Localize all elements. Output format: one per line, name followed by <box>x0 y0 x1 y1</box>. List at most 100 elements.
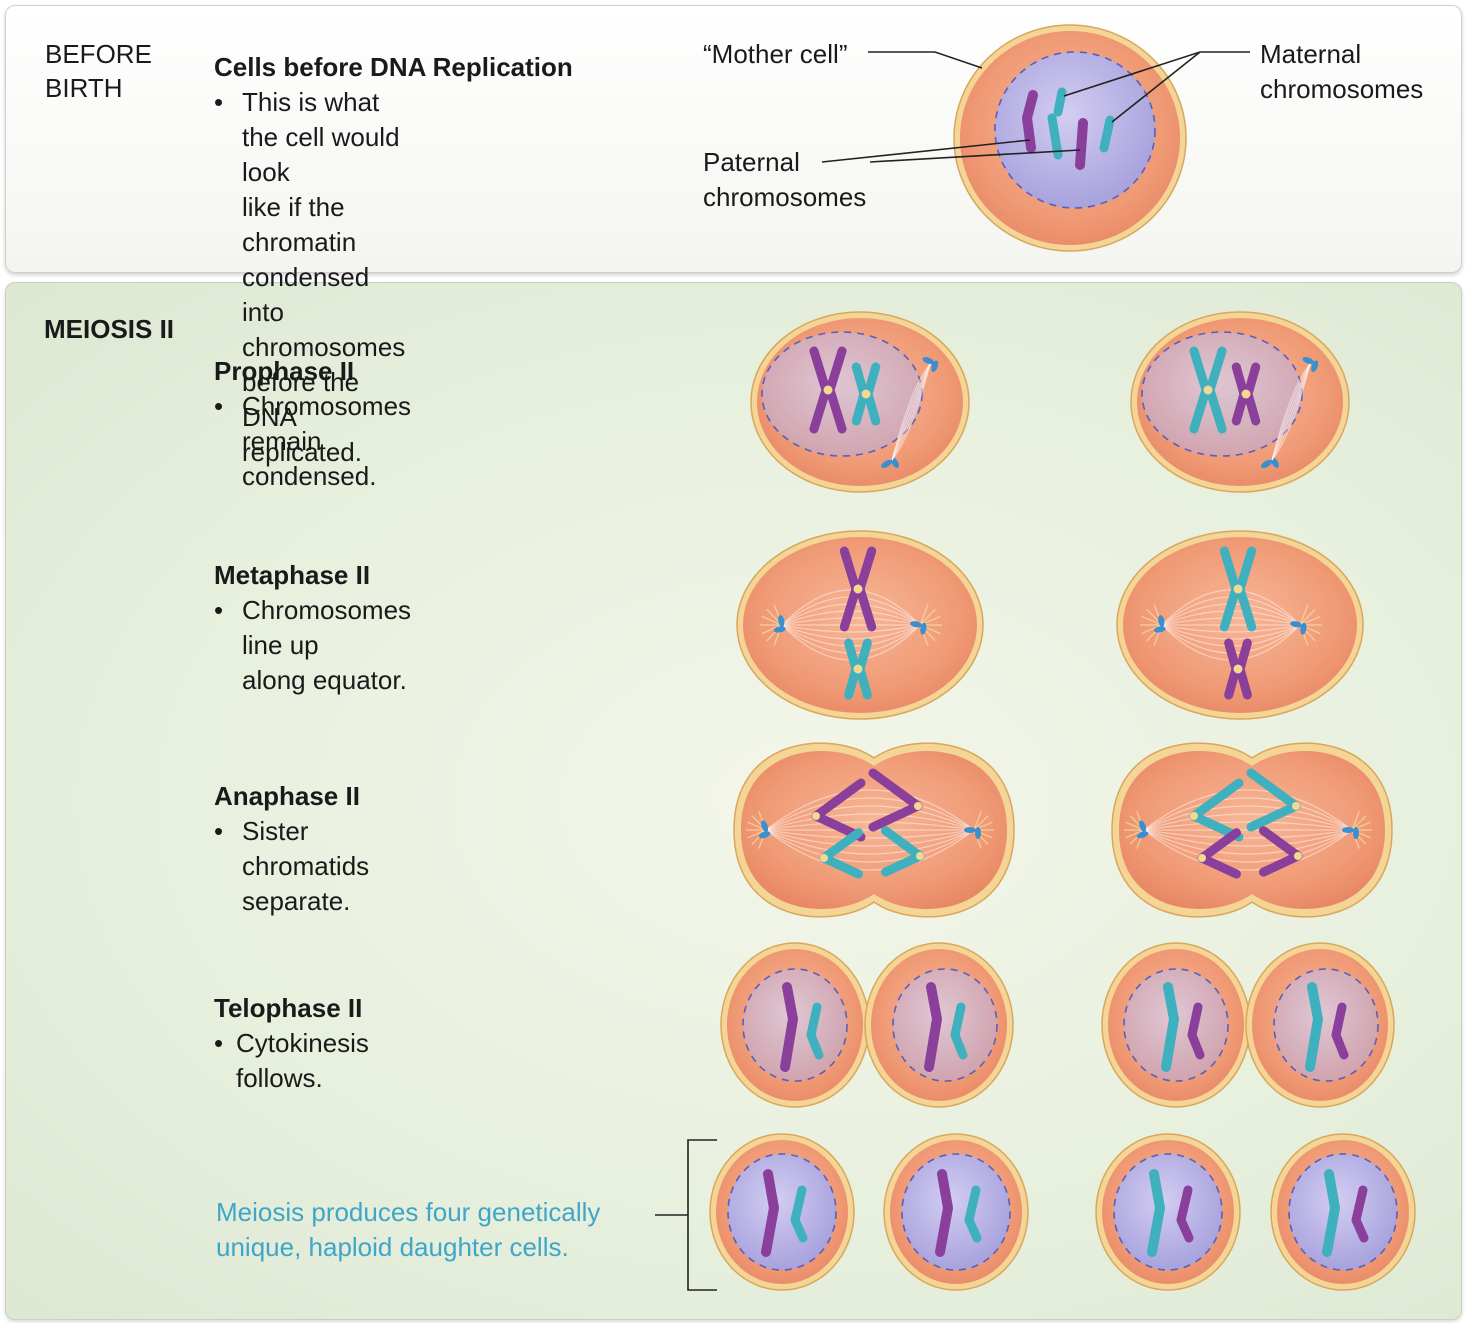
daughter-cell-4 <box>1270 1133 1416 1291</box>
maternal-chromosome <box>1053 87 1067 117</box>
spindle-fiber <box>1143 813 1353 831</box>
spindle-fiber <box>891 363 931 461</box>
centriole <box>1158 615 1165 627</box>
spindle-fiber <box>765 797 975 831</box>
x-chromosome <box>839 546 877 632</box>
centriole <box>1270 457 1279 469</box>
chromatid <box>964 1185 982 1243</box>
nuclear-envelope <box>994 51 1156 209</box>
chromatid <box>790 1185 808 1243</box>
centriole <box>1342 827 1354 833</box>
x-chromosome <box>1231 362 1261 426</box>
separating-chromatid <box>1189 778 1244 842</box>
aster-ray <box>973 811 982 831</box>
spindle-fiber <box>765 805 975 831</box>
mother-cell-label: “Mother cell” <box>703 39 848 69</box>
paternal-chromosome <box>1075 118 1088 170</box>
centriole <box>1302 357 1314 365</box>
maternal-chromosome <box>1099 115 1115 153</box>
before-birth-panel <box>5 5 1462 273</box>
daughter-cell-1 <box>709 1133 855 1291</box>
centromere <box>1198 854 1206 862</box>
daughter-cells-caption: Meiosis produces four genetically unique… <box>216 1197 601 1262</box>
aster-ray <box>1299 604 1309 626</box>
aster-ray <box>761 624 783 635</box>
centrosome <box>1342 827 1359 839</box>
metaphase-ii-text: Chromosomes line up along equator. <box>242 595 412 695</box>
spindle-fiber <box>891 363 931 461</box>
separating-chromatid <box>811 778 866 842</box>
centromere <box>1190 812 1198 820</box>
paternal-chromosomes-label: Paternal chromosomes <box>703 147 867 212</box>
metaphase-ii-cell-right <box>1116 530 1364 720</box>
centromere <box>1233 584 1243 594</box>
forming-daughter-cell <box>1245 942 1395 1108</box>
cytoplasm <box>743 537 977 713</box>
spindle-fiber <box>765 813 975 831</box>
spindle-fiber <box>1271 363 1311 461</box>
centromere <box>853 584 863 594</box>
spindle-fiber <box>891 363 931 461</box>
separating-chromatid <box>1246 768 1301 832</box>
centriole <box>1300 622 1307 635</box>
separating-chromatid <box>819 828 863 879</box>
centriole <box>920 622 927 635</box>
aster-ray <box>919 608 936 626</box>
spindle-fiber <box>1143 797 1353 831</box>
centrosome <box>773 615 786 633</box>
centromere <box>914 802 922 810</box>
centrosome <box>1261 457 1279 469</box>
centromere <box>1241 389 1251 399</box>
prophase-ii-cell-left <box>750 311 970 493</box>
chromatid <box>950 1002 968 1060</box>
spindle-fibers <box>891 363 931 461</box>
chromatid <box>1331 1002 1349 1060</box>
centriole <box>773 626 786 633</box>
anaphase-ii-cell-left <box>733 742 1015 918</box>
separating-chromatid <box>881 826 925 877</box>
aster-ray <box>761 615 783 626</box>
paternal-leader <box>821 139 1031 163</box>
chromatid <box>1187 1002 1205 1060</box>
chromatid <box>924 982 942 1072</box>
separating-chromatid <box>1259 826 1303 877</box>
aster-ray <box>1299 608 1316 626</box>
x-chromosome <box>1224 638 1252 700</box>
spindle-fiber <box>781 624 921 640</box>
centromere <box>853 664 863 674</box>
chromatid <box>1351 1185 1369 1243</box>
telophase-ii-title: Telophase II <box>214 993 363 1023</box>
paternal-chromosome <box>1022 90 1038 153</box>
centrosome <box>1153 615 1166 633</box>
spindle-fiber <box>1271 363 1311 461</box>
nuclear-envelope <box>727 1153 837 1271</box>
maternal-chromosomes-label: Maternal chromosomes <box>1260 39 1424 104</box>
x-chromosome <box>851 362 881 426</box>
centrosome <box>1136 820 1149 839</box>
centriole <box>975 827 981 839</box>
centriole <box>761 820 769 832</box>
cytoplasm <box>1123 537 1357 713</box>
centriole <box>890 457 899 469</box>
centriole <box>1153 626 1166 633</box>
centromere <box>823 385 833 395</box>
spindle-fiber <box>765 829 975 863</box>
mother-cell <box>953 24 1187 252</box>
spindle-fibers <box>765 789 975 871</box>
centriole <box>778 615 785 627</box>
centriole <box>1139 820 1147 832</box>
spindle-fiber <box>1161 624 1301 640</box>
spindle-fiber <box>1143 829 1353 871</box>
spindle-fiber <box>1143 829 1353 855</box>
chromatid <box>1161 982 1179 1072</box>
before-replication-text: This is what the cell would look like if… <box>242 87 406 467</box>
separating-chromatid <box>868 768 923 832</box>
chromatid <box>1305 982 1323 1072</box>
centriole <box>964 827 976 833</box>
x-chromosome <box>809 346 847 434</box>
centrosome <box>758 820 771 839</box>
spindle-fiber <box>1143 789 1353 831</box>
spindle-fiber <box>1143 829 1353 863</box>
centrosome <box>881 457 899 469</box>
